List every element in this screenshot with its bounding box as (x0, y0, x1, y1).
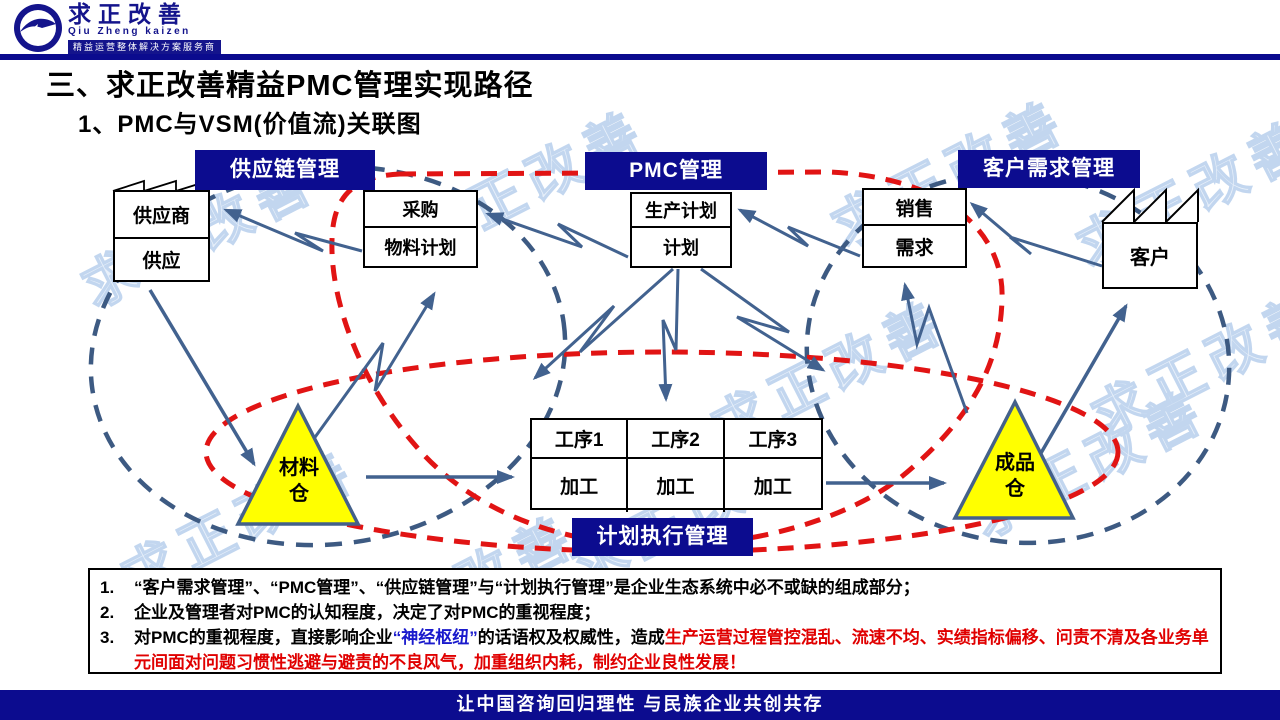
process1-activity: 加工 (532, 459, 629, 512)
red-dashed-region-inner (329, 169, 1005, 549)
header-plan-execution: 计划执行管理 (572, 518, 753, 556)
note-text: 企业及管理者对PMC的认知程度，决定了对PMC的重视程度； (134, 603, 601, 622)
node-production-plan: 生产计划 计划 (630, 192, 732, 268)
arrow-plan-to-purchasing (485, 212, 629, 259)
notes-box: 1. “客户需求管理”、“PMC管理”、“供应链管理”与“计划执行管理”是企业生… (88, 568, 1222, 674)
footer-bar: 让中国咨询回归理性 与民族企业共创共存 (0, 690, 1280, 720)
note-number: 2. (100, 603, 115, 622)
arrow-supply-to-material-warehouse (148, 289, 256, 467)
arrow-plan-to-process1 (532, 267, 674, 381)
logo-icon (14, 4, 62, 52)
red-dashed-region-outer (203, 349, 1121, 555)
production-plan-sub: 计划 (663, 238, 699, 258)
logo-subtitle: Qiu Zheng kaizen (68, 26, 191, 37)
production-plan-name: 生产计划 (632, 194, 730, 228)
blue-dashed-region-supply (88, 164, 568, 548)
note-item-2: 2. 企业及管理者对PMC的认知程度，决定了对PMC的重视程度； (100, 600, 1210, 625)
sales-name: 销售 (864, 190, 965, 226)
arrow-demand-to-production-plan (737, 208, 861, 258)
logo: 求正改善 Qiu Zheng kaizen 精益运营整体解决方案服务商 (12, 1, 222, 55)
note3-middle: 的话语权及权威性，造成 (477, 628, 665, 647)
note-text: 对PMC的重视程度，直接影响企业“神经枢纽”的话语权及权威性，造成生产运营过程管… (134, 625, 1210, 675)
finished-warehouse-triangle-icon (952, 398, 1076, 520)
arrow-finished-warehouse-to-customer (1039, 303, 1128, 454)
node-customer: 客户 (1102, 222, 1198, 289)
page-title: 三、求正改善精益PMC管理实现路径 (46, 70, 534, 102)
arrow-plan-to-process3 (700, 267, 826, 372)
header-divider (0, 54, 1280, 60)
note-item-3: 3. 对PMC的重视程度，直接影响企业“神经枢纽”的话语权及权威性，造成生产运营… (100, 625, 1210, 675)
header-supply-chain: 供应链管理 (195, 150, 375, 190)
note-item-1: 1. “客户需求管理”、“PMC管理”、“供应链管理”与“计划执行管理”是企业生… (100, 575, 1210, 600)
note3-blue-highlight: “神经枢纽” (392, 628, 478, 647)
process2-name: 工序2 (628, 420, 725, 459)
sales-demand: 需求 (895, 237, 934, 259)
purchasing-plan: 物料计划 (384, 238, 457, 258)
page-subtitle: 1、PMC与VSM(价值流)关联图 (78, 111, 422, 138)
header-customer-demand: 客户需求管理 (958, 150, 1140, 188)
finished-warehouse-label: 成品仓 (995, 452, 1035, 500)
node-purchasing: 采购 物料计划 (363, 190, 478, 268)
note3-red-highlight: 生产运营过程管控混乱、流速不均、实绩指标偏移、问责不清及各业务单元间面对问题习惯… (134, 628, 1209, 672)
note3-prefix: 对PMC的重视程度，直接影响企业 (134, 628, 393, 647)
arrow-finished-warehouse-to-demand (901, 282, 969, 414)
logo-title: 求正改善 (68, 1, 188, 27)
node-sales: 销售 需求 (862, 188, 967, 268)
supplier-flow: 供应 (142, 251, 181, 272)
logo-tagline: 精益运营整体解决方案服务商 (68, 40, 222, 54)
process2-activity: 加工 (628, 459, 725, 512)
arrow-customer-to-sales (969, 202, 1103, 268)
note-text: “客户需求管理”、“PMC管理”、“供应链管理”与“计划执行管理”是企业生态系统… (134, 578, 920, 597)
note-number: 3. (100, 628, 115, 647)
process3-name: 工序3 (724, 420, 821, 459)
arrow-plan-to-process2 (658, 268, 680, 402)
arrow-purchasing-to-supplier (223, 208, 363, 253)
process1-name: 工序1 (532, 420, 629, 459)
header-pmc: PMC管理 (585, 152, 767, 190)
material-warehouse-triangle-icon (235, 402, 361, 526)
process3-activity: 加工 (753, 477, 792, 498)
arrow-material-warehouse-to-material-plan (311, 291, 436, 441)
purchasing-name: 采购 (365, 192, 476, 228)
note-number: 1. (100, 578, 115, 597)
footer-slogan: 让中国咨询回归理性 与民族企业共创共存 (456, 694, 824, 714)
node-supplier: 供应商 供应 (113, 190, 210, 282)
factory-roof-customer-icon (1101, 187, 1199, 225)
process-table: 工序1 工序2 工序3 加工 加工 加工 (530, 418, 823, 512)
supplier-name: 供应商 (115, 192, 208, 239)
material-warehouse-label: 材料仓 (279, 457, 319, 505)
